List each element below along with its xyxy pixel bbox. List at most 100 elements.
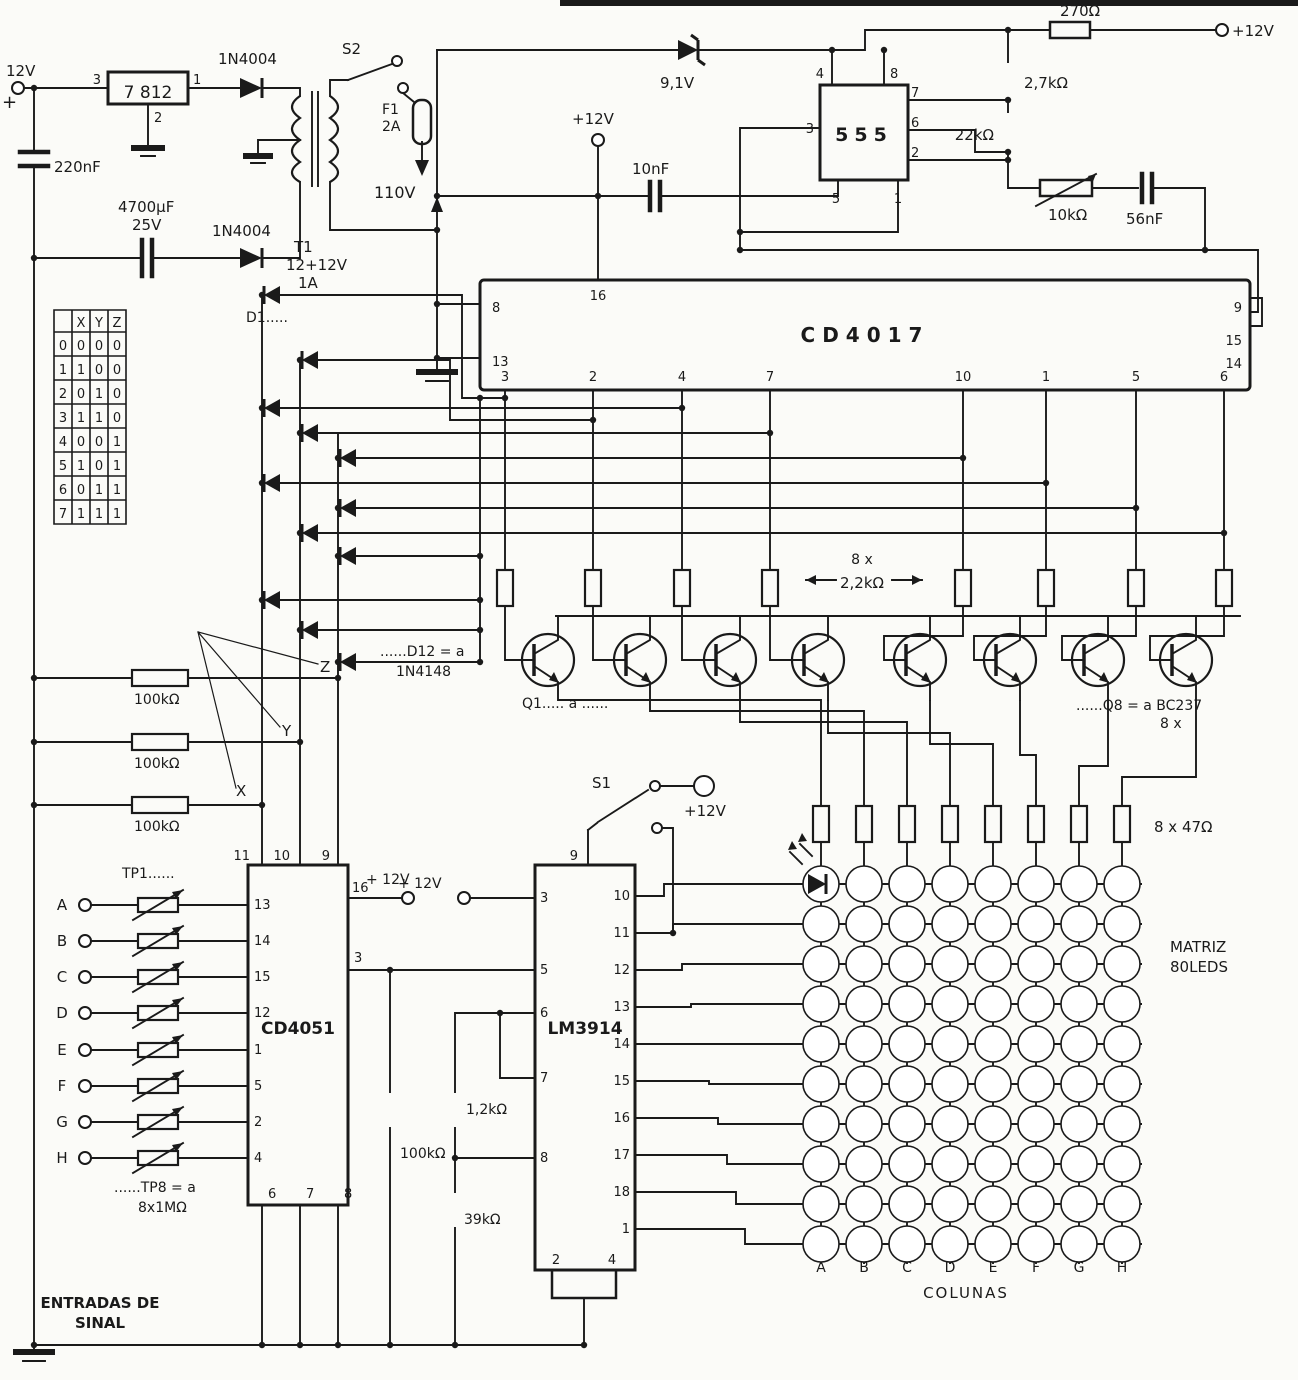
led [888,1185,926,1223]
pin-label: 15 [254,970,271,985]
potentiometer-arrowhead-icon [1088,174,1096,184]
led [845,1065,883,1103]
junction-dot [594,192,602,200]
input-terminal [78,1151,92,1165]
label: 270Ω [1060,2,1100,20]
led [802,905,840,943]
label: 100kΩ [134,819,180,835]
column-letter: F [1032,1260,1040,1276]
ic-cd4051-box [246,863,350,1207]
label: S2 [342,40,361,58]
junction-dot [296,738,304,746]
junction-dot [258,479,266,487]
truth-table-cell: 1 [59,363,67,378]
rectifier-diode-bottom-icon [240,248,262,268]
junction-dot [433,192,441,200]
junction-dot [334,504,342,512]
junction-dot [386,966,394,974]
led [1017,1225,1055,1263]
pin-label: 7 [306,1187,314,1202]
led [845,905,883,943]
label: 10kΩ [1048,206,1087,224]
pin-label: 6 [268,1187,276,1202]
led [845,865,883,903]
junction-dot [433,226,441,234]
emitter-wire [929,700,994,806]
led [1017,1065,1055,1103]
junction-dot [1201,246,1209,254]
label: 4700µF [118,198,174,216]
terminal [1215,23,1229,37]
junction-dot [386,1341,394,1349]
label: 7 [911,86,919,101]
80leds-label: 80LEDS [1170,958,1228,976]
label: 15 [1225,334,1242,349]
pin-label: 1 [622,1222,630,1237]
label: 8x1MΩ [138,1200,187,1216]
555-label: 555 [835,124,893,146]
label: 3 [354,951,362,966]
pin-label: 14 [254,934,271,949]
led [974,1185,1012,1223]
junction-dot [30,738,38,746]
arrowhead-left-icon [806,575,816,585]
truth-table-cell: 7 [59,507,67,522]
label: Q1..... a ...... [522,696,608,712]
pin-label: 7 [540,1071,548,1086]
emitter-wire [739,700,908,806]
led [1060,1065,1098,1103]
label: 1N4004 [218,50,277,68]
led [1017,1025,1055,1063]
led [931,1105,969,1143]
led [888,1225,926,1263]
junction-dot [828,46,836,54]
led [1017,865,1055,903]
input-terminal [78,1043,92,1057]
input-letter: B [57,932,67,950]
led [1017,1105,1055,1143]
truth-table-cell: 0 [113,363,121,378]
truth-table-cell: 0 [95,363,103,378]
scan-artifact-strip [560,0,1298,6]
truth-table-cell: 1 [77,459,85,474]
led [1103,905,1141,943]
pin-label: 9 [322,849,330,864]
truth-table-cell: 1 [113,435,121,450]
led [802,1105,840,1143]
column-letter: A [816,1260,826,1276]
pin-label: 6 [540,1006,548,1021]
emitter-wire [827,700,951,806]
pin-label: 4 [678,370,686,385]
cd4017-label: CD4017 [801,323,930,347]
label: 9,1V [660,74,695,92]
zener-diode-bar [690,33,706,67]
led [802,1145,840,1183]
label: 8 [492,301,500,316]
input-terminal [78,1006,92,1020]
led [802,945,840,983]
colunas-label: COLUNAS [923,1284,1009,1302]
led [888,945,926,983]
led [974,905,1012,943]
wire-set-timer [436,29,1259,359]
pin-label: 12 [613,963,630,978]
junction-dot [30,801,38,809]
led [1060,985,1098,1023]
ground-bars-light [22,155,449,1362]
label: 12V [6,62,36,80]
junction-dot [501,394,509,402]
resistor-270-body [1048,20,1092,40]
truth-table-cell: 0 [113,411,121,426]
label: 2 [911,146,919,161]
capacitor-plates [17,149,1155,279]
transformer-secondary-coil [290,95,302,183]
pin-label: 3 [540,891,548,906]
terminal [649,780,661,792]
pin-label: 13 [254,898,271,913]
label: 8 [890,67,898,82]
label: 100kΩ [134,692,180,708]
pin-label: 12 [254,1006,271,1021]
input-terminal [78,1115,92,1129]
junction-dot [296,626,304,634]
pin-label: 5 [1132,370,1140,385]
